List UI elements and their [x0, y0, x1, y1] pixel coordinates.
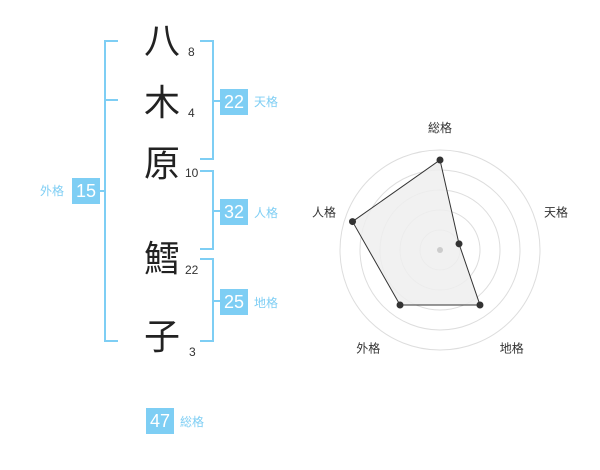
gaikaku-value: 15: [72, 178, 100, 204]
name-char-3: 原: [144, 144, 181, 185]
radar-axis-label-5: 人格: [312, 204, 336, 219]
stroke-count-5: 3: [189, 345, 196, 359]
jinkaku-value: 32: [220, 199, 248, 225]
tenkaku-connector: [214, 100, 222, 102]
stroke-count-4: 22: [185, 263, 199, 277]
chikaku-bracket: [200, 258, 214, 342]
gaikaku-connector: [96, 190, 104, 192]
soukaku-label: 総格: [180, 415, 205, 429]
name-char-1: 八: [144, 21, 181, 62]
gaikaku-divider: [104, 99, 118, 101]
chikaku-label: 地格: [254, 296, 279, 310]
radar-axis-label-3: 地格: [500, 341, 524, 356]
stroke-count-1: 8: [188, 45, 195, 59]
name-char-2: 木: [144, 83, 181, 124]
jinkaku-bracket: [200, 170, 214, 250]
radar-axis-label-1: 総格: [428, 120, 452, 135]
radar-axis-label-2: 天格: [544, 204, 568, 219]
radar-axis-label-4: 外格: [356, 341, 380, 356]
tenkaku-label: 天格: [254, 95, 279, 109]
radar-point-2: [455, 240, 463, 248]
radar-polygon: [351, 159, 481, 306]
radar-point-3: [476, 301, 484, 309]
radar-point-5: [349, 218, 357, 226]
jinkaku-label: 人格: [254, 206, 279, 220]
radar-center: [437, 247, 443, 253]
chikaku-connector: [214, 300, 222, 302]
radar-ring-5: [339, 149, 541, 351]
soukaku-value: 47: [146, 408, 174, 434]
jinkaku-connector: [214, 210, 222, 212]
chikaku-value: 25: [220, 289, 248, 315]
gaikaku-bracket: [104, 40, 118, 342]
gaikaku-label: 外格: [40, 184, 65, 198]
name-char-5: 子: [144, 317, 181, 358]
stroke-count-2: 4: [188, 106, 195, 120]
name-char-4: 鱈: [144, 239, 181, 280]
stroke-count-3: 10: [185, 166, 199, 180]
radar-point-1: [436, 156, 444, 164]
tenkaku-value: 22: [220, 89, 248, 115]
radar-point-4: [396, 301, 404, 309]
tenkaku-bracket: [200, 40, 214, 160]
